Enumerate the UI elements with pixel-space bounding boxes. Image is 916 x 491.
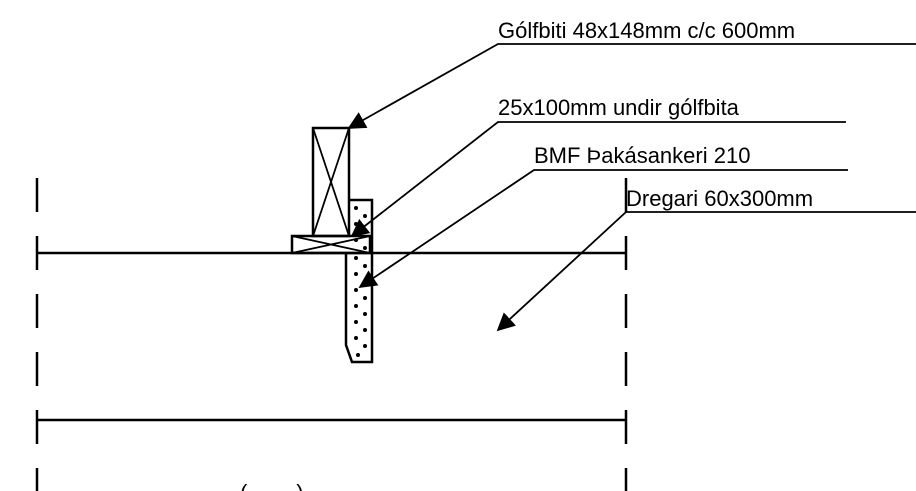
bottom-cropped-text: ( ...... )	[240, 480, 304, 491]
leader-floor-joist	[347, 43, 916, 129]
callout-roof-anchor: BMF Þakásankeri 210	[534, 143, 750, 168]
leader-beam	[496, 211, 916, 332]
under-joist-board-section	[290, 234, 372, 255]
leader-roof-anchor	[358, 169, 848, 289]
callout-under-joist-board: 25x100mm undir gólfbita	[498, 95, 740, 120]
leader-lines	[347, 43, 916, 332]
floor-joist-section	[311, 126, 351, 238]
leader-under-joist-board	[350, 121, 846, 238]
beam-outline	[35, 178, 628, 491]
callout-beam: Dregari 60x300mm	[626, 186, 813, 211]
callout-floor-joist: Gólfbiti 48x148mm c/c 600mm	[498, 18, 795, 43]
